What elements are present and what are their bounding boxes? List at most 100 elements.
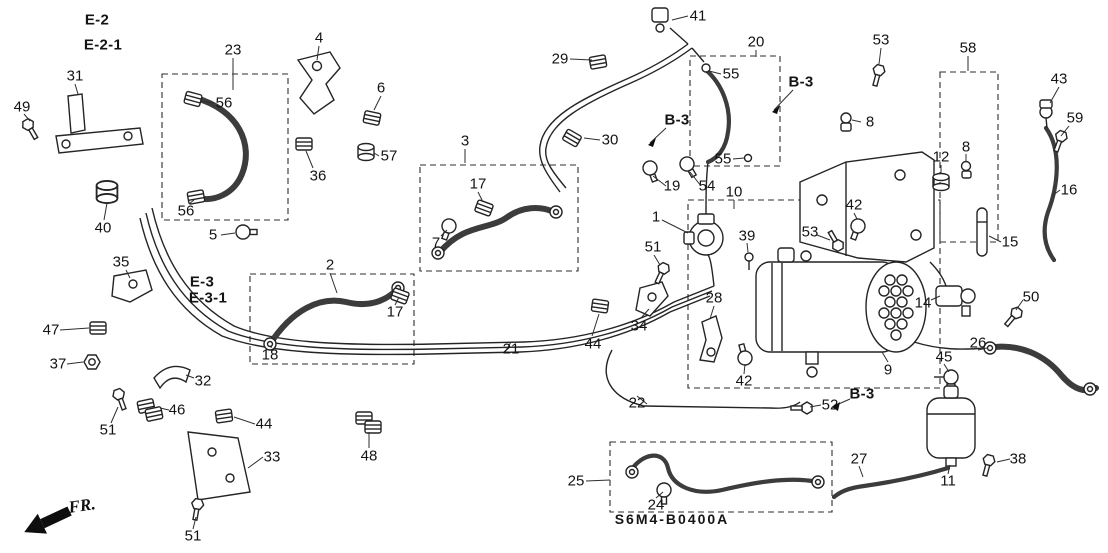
- bracket-32: [153, 365, 191, 390]
- fuel-filter-11: [926, 385, 976, 467]
- hose-27: [831, 465, 951, 500]
- part-number-label: 47: [42, 321, 60, 339]
- fuel-pipe-top-run: [538, 27, 705, 193]
- part-number-label: 19: [663, 177, 681, 195]
- ref-label: B-3: [664, 111, 690, 129]
- tube-15: [976, 207, 988, 257]
- bracket-4: [296, 51, 341, 115]
- part-number-label: 55: [722, 65, 740, 83]
- part-number-label: 39: [738, 227, 756, 245]
- part-number-label: 8: [961, 138, 971, 156]
- clip-29: [588, 54, 608, 70]
- bolt-49: [19, 116, 42, 143]
- part-number-label: 42: [845, 196, 863, 214]
- part-number-label: 44: [584, 335, 602, 353]
- part-number-label: 17: [469, 175, 487, 193]
- part-number-label: 37: [49, 355, 67, 373]
- part-number-label: 8: [865, 113, 875, 131]
- pipe-connector-2: [705, 254, 715, 287]
- bracket-58: [799, 151, 935, 263]
- part-number-label: 24: [647, 496, 665, 514]
- part-number-label: 22: [628, 394, 646, 412]
- ref-label: E-3: [189, 273, 215, 291]
- grommet-57: [357, 142, 375, 162]
- part-number-label: 31: [66, 67, 84, 85]
- group-box-20: [689, 55, 781, 167]
- clamp-5: [235, 224, 258, 240]
- part-number-label: 51: [184, 527, 202, 545]
- bracket-link: [929, 261, 947, 287]
- part-number-label: 56: [177, 202, 195, 220]
- part-number-label: 7: [431, 234, 441, 252]
- part-number-label: 53: [801, 223, 819, 241]
- ref-label: E-2: [84, 11, 110, 29]
- valve-14: [935, 285, 976, 317]
- fuel-pipe-bundle-21: [139, 207, 715, 356]
- part-number-label: 44: [255, 415, 273, 433]
- part-number-label: 30: [601, 131, 619, 149]
- part-number-label: 50: [1022, 288, 1040, 306]
- part-number-label: 5: [208, 226, 218, 244]
- grommet-40: [95, 180, 119, 204]
- bolt-51-c: [188, 497, 206, 522]
- part-number-label: 23: [224, 41, 242, 59]
- hose-25-end-2: [811, 475, 825, 489]
- part-number-label: 35: [112, 253, 130, 271]
- part-number-label: 16: [1060, 181, 1078, 199]
- diagram-code: S6M4-B0400A: [614, 511, 730, 527]
- part-number-label: 45: [935, 348, 953, 366]
- part-number-label: 46: [168, 401, 186, 419]
- part-number-label: 18: [261, 346, 279, 364]
- bolt-38: [978, 453, 997, 478]
- fr-arrow: [24, 506, 72, 534]
- part-number-label: 10: [725, 183, 743, 201]
- joint-43: [1039, 99, 1053, 129]
- bolt-50: [1000, 304, 1026, 330]
- bracket-35: [111, 269, 153, 303]
- hose-25-end: [625, 465, 639, 479]
- clip-17-a: [473, 198, 495, 218]
- group-box-hose-2: [249, 273, 415, 365]
- group-box-hose-25: [609, 441, 833, 513]
- part-number-label: 34: [630, 317, 648, 335]
- part-number-label: 51: [99, 421, 117, 439]
- part-number-label: 43: [1050, 70, 1068, 88]
- valve-1: [683, 213, 724, 256]
- clip-36: [295, 137, 313, 151]
- part-number-label: 42: [735, 372, 753, 390]
- clip-44-a: [214, 408, 234, 424]
- hose-25: [625, 453, 825, 505]
- part-number-label: 29: [551, 50, 569, 68]
- part-number-label: 58: [959, 39, 977, 57]
- part-number-label: 12: [932, 148, 950, 166]
- hose-26-clamp-b: [1083, 382, 1097, 396]
- part-number-label: 6: [376, 79, 386, 97]
- plate-33: [187, 431, 251, 501]
- hose-55: [701, 63, 753, 165]
- bracket-34: [635, 281, 669, 317]
- part-number-label: 9: [883, 361, 893, 379]
- bolt-53-a: [868, 63, 887, 88]
- part-number-label: 28: [705, 289, 723, 307]
- cap-8-a: [840, 112, 852, 132]
- clip-44-b: [590, 298, 610, 314]
- ref-label: B-3: [788, 73, 814, 91]
- bolt-52: [790, 401, 813, 415]
- part-number-label: 1: [651, 208, 661, 226]
- part-number-label: 38: [1009, 450, 1027, 468]
- part-number-label: 20: [747, 33, 765, 51]
- part-number-label: 41: [689, 7, 707, 25]
- cap-8-b: [960, 160, 972, 179]
- bolt-39: [744, 252, 754, 270]
- ref-label: E-2-1: [83, 36, 123, 54]
- part-number-label: 17: [386, 303, 404, 321]
- fr-direction-label: FR.: [67, 494, 97, 517]
- b3-arrows: [648, 89, 851, 411]
- group-box-58: [939, 71, 999, 243]
- clip-56-upper: [183, 90, 203, 108]
- part-number-label: 33: [263, 448, 281, 466]
- ref-label: B-3: [849, 385, 875, 403]
- clip-6: [362, 109, 382, 127]
